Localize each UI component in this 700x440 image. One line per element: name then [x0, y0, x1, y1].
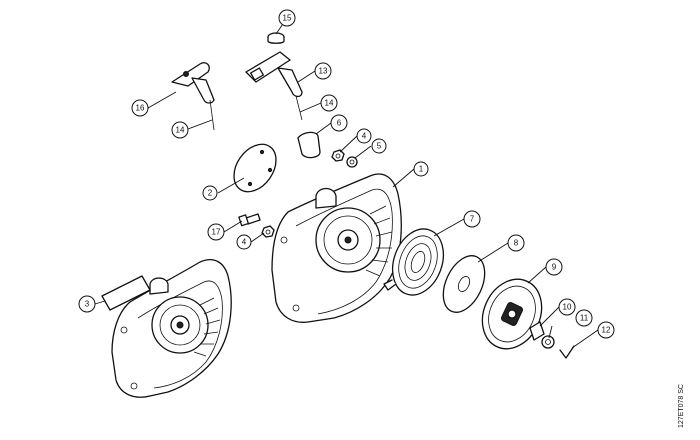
label-plate	[101, 275, 151, 311]
callout: 1	[413, 161, 429, 177]
callout: 3	[78, 295, 96, 313]
callout-label: 6	[337, 119, 342, 128]
screw	[238, 213, 261, 227]
callout-label: 7	[470, 215, 475, 224]
reference-code: 127ET078 SC	[678, 384, 685, 428]
callout: 5	[371, 138, 387, 154]
callout-label: 2	[208, 189, 213, 198]
callout-label: 8	[514, 239, 519, 248]
nut-top	[331, 149, 345, 162]
callout-label: 15	[283, 14, 292, 23]
callout-label: 12	[602, 326, 611, 335]
callout: 7	[463, 210, 481, 228]
pawl	[529, 321, 545, 341]
callout: 6	[330, 114, 348, 132]
callout-label: 14	[325, 99, 334, 108]
callout-label: 4	[242, 238, 247, 247]
leader-lines	[94, 17, 599, 349]
grip-cap	[267, 32, 285, 44]
callout: 12	[597, 321, 615, 339]
callout-label: 13	[319, 67, 328, 76]
callout: 8	[507, 234, 525, 252]
spring-clip	[559, 345, 575, 359]
callout: 15	[278, 9, 296, 27]
callout: 16	[131, 99, 149, 117]
callout: 9	[545, 258, 563, 276]
washer-top	[346, 156, 358, 168]
elastostart-sleeve	[297, 131, 321, 159]
spring-housing-disc	[442, 255, 486, 313]
callout-label: 10	[563, 303, 572, 312]
callout-label: 11	[580, 314, 589, 323]
callout-label: 9	[552, 263, 557, 272]
left-starter-housing	[111, 259, 232, 398]
callout: 14	[171, 121, 189, 139]
callout: 14	[320, 94, 338, 112]
callout-label: 16	[136, 104, 145, 113]
washer-rotor	[541, 335, 555, 349]
callout-label: 4	[362, 132, 367, 141]
callout: 11	[575, 309, 593, 327]
callout: 10	[558, 298, 576, 316]
starter-grip-right	[245, 51, 303, 121]
callout: 4	[236, 234, 252, 250]
callout-label: 1	[419, 165, 424, 174]
callout: 17	[207, 223, 225, 241]
rope-rotor	[481, 278, 543, 350]
starter-housing	[271, 173, 402, 323]
callout-label: 14	[176, 126, 185, 135]
callout-label: 3	[85, 300, 90, 309]
callout: 13	[314, 62, 332, 80]
callout: 4	[356, 128, 372, 144]
callout-label: 17	[212, 228, 221, 237]
callout: 2	[202, 185, 218, 201]
guide-plate	[233, 143, 277, 193]
starter-grip-left	[171, 62, 215, 131]
nut-lower	[261, 225, 275, 238]
callout-label: 5	[377, 142, 382, 151]
rewind-spring	[383, 228, 445, 296]
